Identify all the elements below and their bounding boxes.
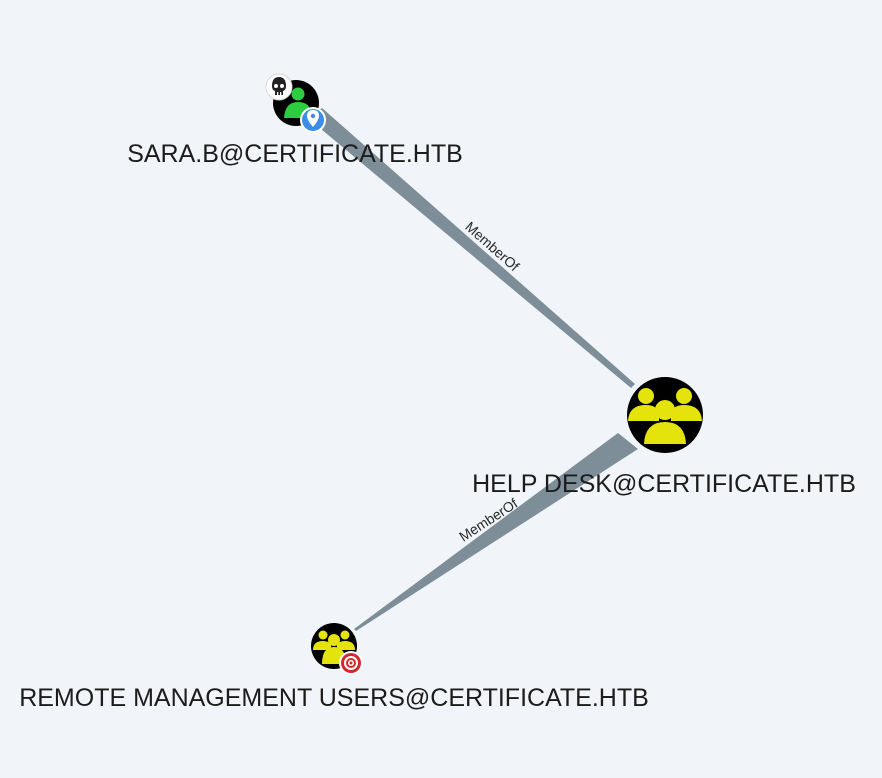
target-icon xyxy=(339,651,363,675)
location-pin-icon xyxy=(300,107,326,133)
node-remote-management-users[interactable]: REMOTE MANAGEMENT USERS@CERTIFICATE.HTB xyxy=(19,623,649,712)
edge-line xyxy=(354,433,638,631)
node-help-desk[interactable]: HELP DESK@CERTIFICATE.HTB xyxy=(472,377,856,498)
node-sara-b[interactable]: SARA.B@CERTIFICATE.HTB xyxy=(127,73,463,168)
skull-icon xyxy=(265,73,293,101)
node-label: HELP DESK@CERTIFICATE.HTB xyxy=(472,470,856,498)
edge-line xyxy=(309,108,635,388)
node-label: SARA.B@CERTIFICATE.HTB xyxy=(127,140,463,168)
group-icon xyxy=(628,388,702,444)
node-label: REMOTE MANAGEMENT USERS@CERTIFICATE.HTB xyxy=(19,684,649,712)
